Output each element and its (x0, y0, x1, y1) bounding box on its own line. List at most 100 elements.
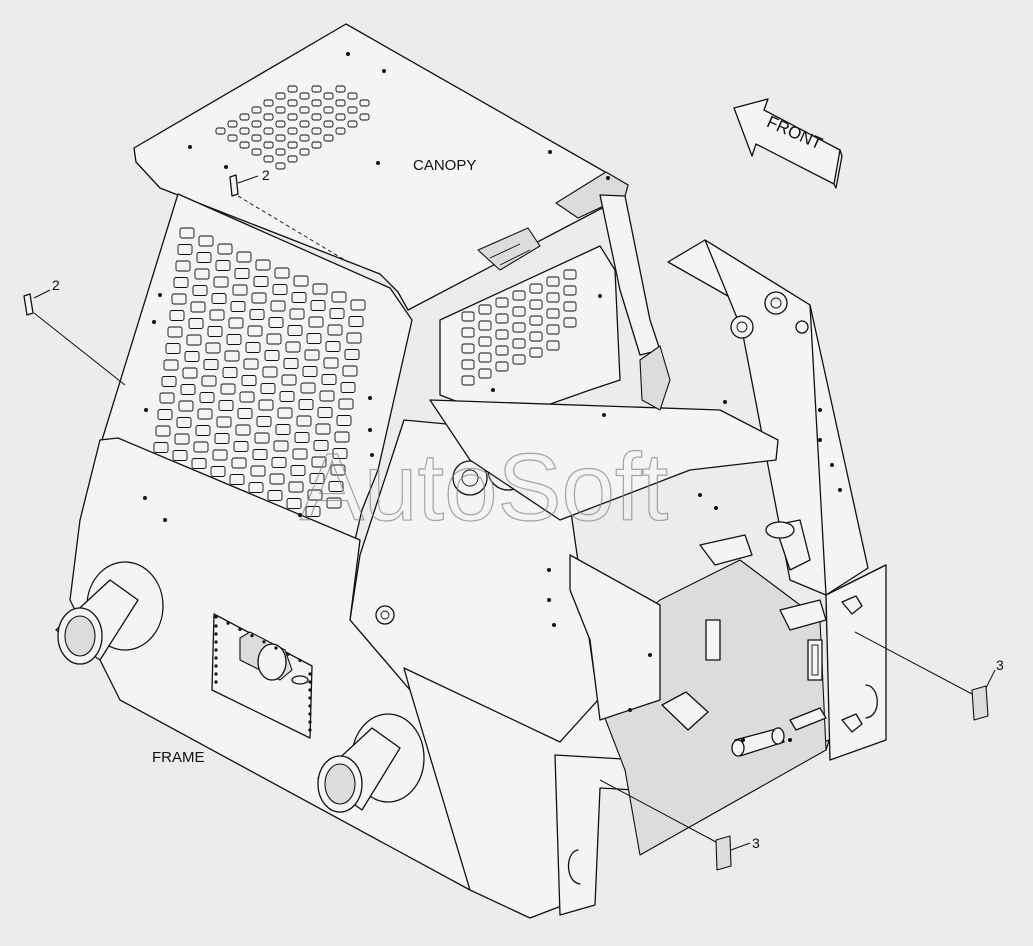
mount-hole (368, 428, 372, 432)
vent-slot (311, 127, 322, 135)
vent-slot (264, 350, 280, 361)
vent-slot (234, 268, 250, 279)
vent-slot (311, 456, 327, 468)
vent-slot (287, 85, 298, 93)
vent-slot (215, 127, 226, 135)
vent-slot (211, 293, 227, 304)
vent-slot (163, 359, 179, 371)
vent-slot (287, 141, 298, 149)
pivot-pin-assembly (731, 707, 827, 757)
vent-slot (461, 359, 475, 370)
vent-slot (293, 275, 309, 287)
mount-hole (382, 69, 386, 73)
vent-slot (359, 113, 370, 121)
vent-slot (224, 350, 240, 362)
vent-slot (529, 347, 543, 358)
vent-slot (311, 99, 322, 107)
vent-slot (305, 506, 321, 517)
vent-slot (227, 120, 238, 128)
vent-slot (279, 391, 295, 402)
vent-slot (512, 338, 526, 349)
panel-hole (250, 634, 254, 638)
inner-window-grid (461, 269, 577, 386)
mount-hole (547, 598, 551, 602)
vent-slot (177, 244, 193, 255)
vent-slot (546, 276, 560, 287)
vent-slot (294, 432, 310, 443)
vent-slot (342, 365, 358, 377)
vent-slot (175, 260, 191, 272)
vent-slot (323, 106, 334, 114)
vent-slot (247, 325, 263, 337)
panel-hole (308, 672, 312, 676)
tie-down-front (567, 849, 581, 885)
vent-slot (191, 458, 207, 469)
vent-slot (193, 441, 209, 453)
vent-slot (283, 358, 299, 369)
vent-slot (312, 283, 328, 295)
loader-tower (667, 239, 869, 596)
mount-hole (838, 488, 842, 492)
vent-slot (512, 354, 526, 365)
vent-slot (287, 99, 298, 107)
crossmember-plate (429, 399, 779, 521)
mount-hole (830, 463, 834, 467)
vent-slot (315, 423, 331, 435)
vent-slot (263, 127, 274, 135)
mount-hole (714, 506, 718, 510)
vent-slot (289, 308, 305, 320)
vent-slot (495, 361, 509, 372)
vent-slot (210, 466, 226, 477)
vent-slot (290, 465, 306, 476)
mount-hole (552, 623, 556, 627)
vent-slot (350, 299, 366, 311)
vent-slot (176, 417, 192, 428)
post-bushing (375, 605, 395, 625)
vent-slot (512, 322, 526, 333)
vent-slot (165, 343, 181, 354)
mount-hole (144, 408, 148, 412)
vent-slot (286, 498, 302, 509)
vent-slot (323, 357, 339, 369)
vent-slot (461, 375, 475, 386)
panel-hole (226, 621, 230, 625)
vent-slot (252, 449, 268, 460)
vent-slot (299, 120, 310, 128)
vent-slot (167, 326, 183, 338)
vent-slot (338, 398, 354, 410)
mount-hole (491, 388, 495, 392)
panel-hole (286, 652, 290, 656)
mount-hole (602, 413, 606, 417)
vent-slot (461, 343, 475, 354)
vent-slot (461, 327, 475, 338)
vent-slot (512, 306, 526, 317)
vent-slot (478, 352, 492, 363)
vent-slot (213, 276, 229, 288)
frame-interior-box (569, 554, 661, 721)
vent-slot (311, 113, 322, 121)
vent-slot (323, 134, 334, 142)
vent-slot (270, 300, 286, 312)
panel-hole (308, 696, 312, 700)
vent-slot (194, 268, 210, 280)
vent-slot (299, 106, 310, 114)
vent-slot (180, 384, 196, 395)
vent-slot (275, 148, 286, 156)
vent-slot (359, 99, 370, 107)
vent-slot (182, 367, 198, 379)
mount-hole (368, 396, 372, 400)
vent-slot (266, 333, 282, 345)
vent-slot (347, 106, 358, 114)
vent-slot (311, 85, 322, 93)
decal-2-rear (23, 293, 34, 316)
panel-hole (214, 624, 218, 628)
vent-slot (335, 99, 346, 107)
vent-slot (302, 366, 318, 377)
vent-slot (215, 260, 231, 271)
vent-slot (335, 113, 346, 121)
vent-slot (251, 148, 262, 156)
vent-slot (192, 285, 208, 296)
vent-slot (335, 127, 346, 135)
panel-hole (298, 658, 302, 663)
